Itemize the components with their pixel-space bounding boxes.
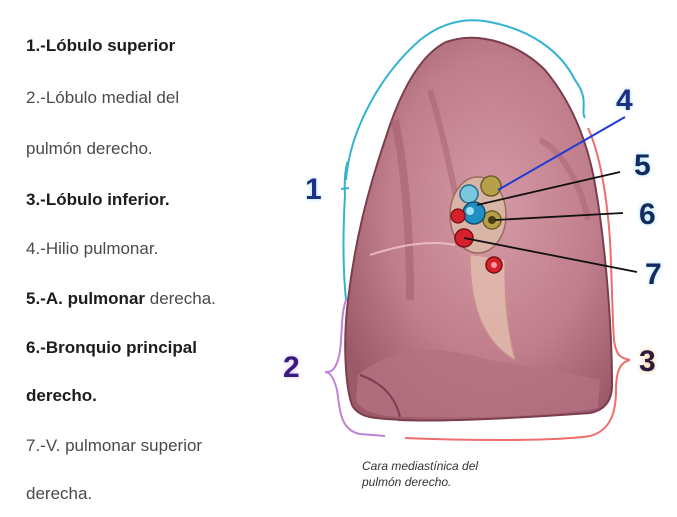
legend-item-6-cont: derecho. — [26, 386, 97, 406]
legend-term: pulmón derecho. — [26, 139, 153, 158]
legend-item-1: 1.-Lóbulo superior — [26, 36, 175, 56]
bronchus-upper — [481, 176, 501, 196]
lung-illustration — [270, 0, 677, 517]
legend-number: 3.- — [26, 190, 46, 209]
legend-number: 1.- — [26, 36, 46, 55]
legend-term: A. pulmonar — [46, 289, 145, 308]
legend-item-7: 7.-V. pulmonar superior — [26, 436, 202, 456]
pulmonary-artery-upper — [460, 185, 478, 203]
callout-4: 4 — [616, 84, 633, 118]
legend-term: Lóbulo superior — [46, 36, 175, 55]
legend-item-2-cont: pulmón derecho. — [26, 139, 153, 159]
callout-3: 3 — [639, 345, 656, 379]
bracket-superior-lobe — [341, 162, 349, 300]
callout-1: 1 — [305, 173, 322, 207]
callout-5: 5 — [634, 149, 651, 183]
pulmonary-artery — [463, 202, 485, 224]
legend-item-3: 3.-Lóbulo inferior. — [26, 190, 170, 210]
legend-term-suffix: derecha. — [145, 289, 216, 308]
legend-item-4: 4.-Hilio pulmonar. — [26, 239, 158, 259]
caption-line-2: pulmón derecho. — [362, 474, 478, 490]
legend-term: Lóbulo inferior. — [46, 190, 170, 209]
callout-6: 6 — [639, 198, 656, 232]
callout-2: 2 — [283, 351, 300, 385]
legend-term: derecho. — [26, 386, 97, 405]
legend-number: 5.- — [26, 289, 46, 308]
legend-number: 2.- — [26, 88, 46, 107]
figure-caption: Cara mediastínica del pulmón derecho. — [362, 458, 478, 490]
legend-item-5: 5.-A. pulmonar derecha. — [26, 289, 216, 309]
caption-line-1: Cara mediastínica del — [362, 458, 478, 474]
legend-term: derecha. — [26, 484, 92, 503]
pulmonary-vein-a — [451, 209, 465, 223]
legend-number: 7.- — [26, 436, 46, 455]
legend-term: Lóbulo medial del — [46, 88, 179, 107]
legend-term: Bronquio principal — [46, 338, 197, 357]
legend-term: V. pulmonar superior — [46, 436, 202, 455]
legend-item-6: 6.-Bronquio principal — [26, 338, 197, 358]
callout-7: 7 — [645, 258, 662, 292]
legend-term: Hilio pulmonar. — [46, 239, 158, 258]
legend-item-7-cont: derecha. — [26, 484, 92, 504]
legend-number: 4.- — [26, 239, 46, 258]
legend-number: 6.- — [26, 338, 46, 357]
legend-item-2: 2.-Lóbulo medial del — [26, 88, 179, 108]
